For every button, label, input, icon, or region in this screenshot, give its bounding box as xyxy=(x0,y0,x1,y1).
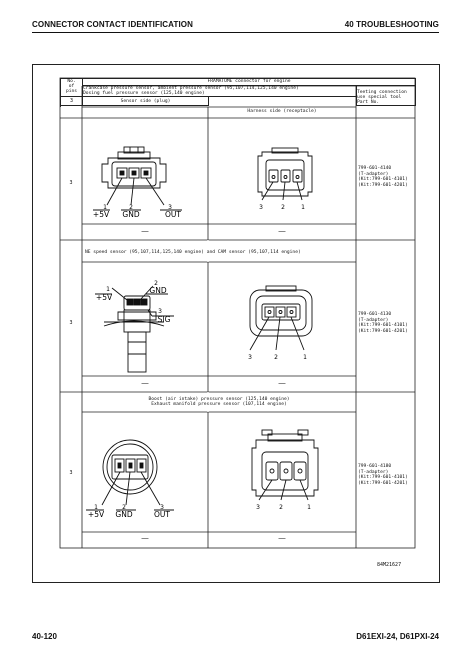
tool-header-line: use special tool xyxy=(357,95,402,100)
sensor-side-header: Sensor side (plug) xyxy=(82,96,209,107)
pins-header-line: pins xyxy=(65,89,78,95)
tool-part-line: (Kit:799-601-4201) xyxy=(358,328,408,334)
page-number: 40-120 xyxy=(32,632,57,641)
dash-cell: — xyxy=(141,535,149,542)
pin-number: 1 xyxy=(307,504,311,511)
pin-number: 3 xyxy=(168,204,172,211)
pin-signal-label: GND xyxy=(149,286,166,295)
section-title: CONNECTOR CONTACT IDENTIFICATION xyxy=(32,20,193,29)
pin-signal-label: OUT xyxy=(154,510,170,519)
pins-header-line: of xyxy=(68,84,75,90)
speed-sensor-plug xyxy=(95,285,174,373)
pin-signal-label: +5V xyxy=(96,293,113,302)
pins-header-line: No. xyxy=(67,79,76,84)
tool-part-line: (Kit:799-601-4101) xyxy=(358,475,408,481)
receptacle-connector-2 xyxy=(249,285,313,351)
pins-header: No. of pins xyxy=(60,77,83,98)
pin-number: 1 xyxy=(106,286,110,293)
tool-part-line: 799-601-4180 xyxy=(358,464,392,469)
plug-connector-1 xyxy=(93,146,182,211)
boost-sensor-plug xyxy=(86,439,174,511)
tool-part-line: (Kit:799-601-4201) xyxy=(358,480,408,486)
pin-number: 2 xyxy=(154,280,158,287)
pin-signal-label: GND xyxy=(115,510,132,519)
harness-side-header: Harness side (receptacle) xyxy=(247,109,317,114)
pin-count: 3 xyxy=(69,470,73,476)
tool-header-line: Teeting connection xyxy=(357,89,407,95)
pin-number: 2 xyxy=(274,354,278,361)
pin-number: 3 xyxy=(248,354,252,361)
tool-part-line: 799-601-4130 xyxy=(358,312,392,317)
pin-number: 1 xyxy=(94,504,98,511)
tool-part-list: 799-601-4140 (T-adapter) (Kit:799-601-41… xyxy=(358,166,414,188)
pin-count: 3 xyxy=(69,320,73,326)
dash-cell: — xyxy=(278,228,286,235)
pin-number: 1 xyxy=(303,354,307,361)
tool-part-line: (T-adapter) xyxy=(358,171,389,177)
pin-signal-label: +5V xyxy=(88,510,105,519)
pin-count: 3 xyxy=(69,180,73,186)
pin-number: 2 xyxy=(129,204,133,211)
sensor-name-cell: Boost (air intake) pressure sensor (125,… xyxy=(82,397,356,407)
model-name: D61EXI-24, D61PXI-24 xyxy=(356,632,439,641)
receptacle-connector-3 xyxy=(251,429,319,501)
sensor-name-line: Crankcase pressure sensor, ambient press… xyxy=(83,86,299,91)
pin-number: 3 xyxy=(158,308,162,315)
pin-number: 3 xyxy=(259,204,263,211)
pin-signal-label: +5V xyxy=(93,210,110,219)
tool-part-list: 799-601-4180 (T-adapter) (Kit:799-601-41… xyxy=(358,464,414,486)
tool-part-line: 799-601-4140 xyxy=(358,166,392,171)
pin-number: 2 xyxy=(122,504,126,511)
tool-part-list: 799-601-4130 (T-adapter) (Kit:799-601-41… xyxy=(358,312,414,334)
pin-signal-label: OUT xyxy=(165,210,181,219)
sensor-name-line: NE speed sensor (95,107,114,125,140 engi… xyxy=(85,250,301,255)
tool-part-line: (T-adapter) xyxy=(358,469,389,475)
figure-frame xyxy=(32,64,440,583)
pin-signal-label: SIG xyxy=(158,315,171,324)
figure-code: 84M21627 xyxy=(377,562,402,568)
tool-part-line: (Kit:799-601-4201) xyxy=(358,182,408,188)
tool-part-line: (Kit:799-601-4101) xyxy=(358,323,408,329)
sensor-name-line: Exhaust manifold pressure sensor (107,11… xyxy=(151,402,287,408)
pin-signal-label: GND xyxy=(122,210,139,219)
pin-number: 3 xyxy=(256,504,260,511)
header-rule xyxy=(32,32,439,33)
tool-part-line: (T-adapter) xyxy=(358,317,389,323)
pin-number: 3 xyxy=(160,504,164,511)
chapter-title: 40 TROUBLESHOOTING xyxy=(344,20,439,29)
pin-count-3: 3 xyxy=(60,470,82,476)
dash-cell: — xyxy=(278,535,286,542)
pin-number: 1 xyxy=(103,204,107,211)
pin-number: 1 xyxy=(301,204,305,211)
sensor-name-line: Boost (air intake) pressure sensor (125,… xyxy=(148,397,290,402)
dash-cell: — xyxy=(278,380,286,387)
receptacle-connector-1 xyxy=(257,147,313,201)
dash-cell: — xyxy=(141,228,149,235)
pin-number: 2 xyxy=(279,504,283,511)
pin-number: 2 xyxy=(281,204,285,211)
tool-part-line: (Kit:799-601-4101) xyxy=(358,177,408,183)
tool-header-line: Part No. xyxy=(357,100,380,106)
sensor-name-line: Dosing fuel pressure sensor (125,140 eng… xyxy=(83,91,205,97)
dash-cell: — xyxy=(141,380,149,387)
